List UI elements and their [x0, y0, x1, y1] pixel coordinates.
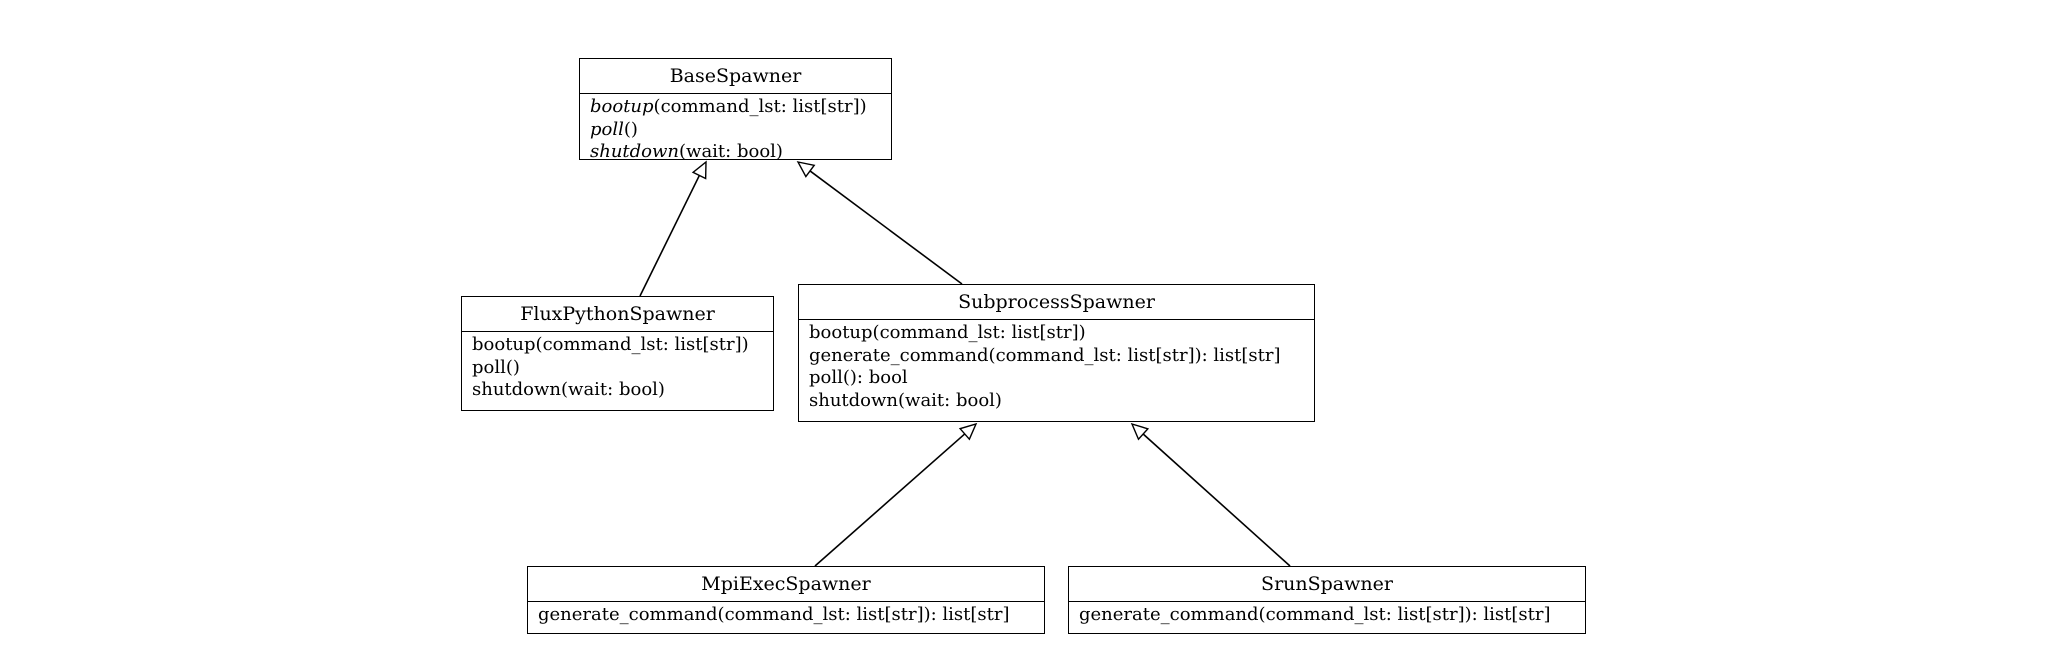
- method-subprocess-generate-command: generate_command(command_lst: list[str])…: [809, 345, 1314, 368]
- method-name: generate_command: [1079, 604, 1259, 625]
- edge-line: [639, 175, 701, 297]
- inheritance-arrowhead-icon: [1130, 422, 1150, 441]
- method-name: generate_command: [809, 344, 989, 366]
- inheritance-arrowhead-icon: [691, 160, 707, 180]
- edge-line: [809, 170, 963, 285]
- method-list-srun-spawner: generate_command(command_lst: list[str])…: [1069, 602, 1585, 627]
- edge-flux-to-base: [639, 160, 707, 297]
- method-flux-shutdown: shutdown(wait: bool): [472, 379, 773, 402]
- method-base-shutdown: shutdown(wait: bool): [590, 141, 891, 164]
- method-mpiexec-generate-command: generate_command(command_lst: list[str])…: [538, 604, 1044, 627]
- method-base-bootup: bootup(command_lst: list[str]): [590, 96, 891, 119]
- method-name: shutdown: [809, 389, 899, 411]
- method-list-base-spawner: bootup(command_lst: list[str])poll()shut…: [580, 94, 891, 164]
- class-box-mpi-exec-spawner: MpiExecSpawner generate_command(command_…: [527, 566, 1045, 634]
- method-subprocess-poll: poll(): bool: [809, 367, 1314, 390]
- method-base-poll: poll(): [590, 119, 891, 142]
- method-name: poll: [809, 367, 843, 388]
- class-name-flux-python-spawner: FluxPythonSpawner: [462, 297, 773, 332]
- method-flux-bootup: bootup(command_lst: list[str]): [472, 334, 773, 357]
- method-name: poll: [472, 356, 506, 378]
- inheritance-arrowhead-icon: [958, 422, 978, 441]
- class-name-base-spawner: BaseSpawner: [580, 59, 891, 94]
- method-signature: (command_lst: list[str]): list[str]: [1258, 604, 1551, 625]
- method-list-mpi-exec-spawner: generate_command(command_lst: list[str])…: [528, 602, 1044, 627]
- method-flux-poll: poll(): [472, 357, 773, 380]
- edge-subprocess-to-base: [796, 161, 963, 285]
- class-box-base-spawner: BaseSpawner bootup(command_lst: list[str…: [579, 58, 892, 162]
- method-subprocess-bootup: bootup(command_lst: list[str]): [809, 322, 1314, 345]
- method-name: poll: [590, 118, 624, 140]
- edge-srun-to-subprocess: [1130, 422, 1291, 567]
- method-subprocess-shutdown: shutdown(wait: bool): [809, 390, 1314, 413]
- method-signature: (command_lst: list[str]): list[str]: [717, 604, 1010, 625]
- method-name: bootup: [590, 96, 654, 117]
- method-signature: (wait: bool): [679, 141, 783, 162]
- method-signature: (command_lst: list[str]): [653, 96, 867, 117]
- class-box-srun-spawner: SrunSpawner generate_command(command_lst…: [1068, 566, 1586, 634]
- method-srun-generate-command: generate_command(command_lst: list[str])…: [1079, 604, 1585, 627]
- method-list-flux-python-spawner: bootup(command_lst: list[str])poll()shut…: [462, 332, 773, 402]
- class-name-subprocess-spawner: SubprocessSpawner: [799, 285, 1314, 320]
- method-name: bootup: [809, 322, 873, 343]
- class-box-subprocess-spawner: SubprocessSpawner bootup(command_lst: li…: [798, 284, 1315, 422]
- method-list-subprocess-spawner: bootup(command_lst: list[str])generate_c…: [799, 320, 1314, 412]
- edge-line: [814, 433, 966, 567]
- method-signature: (): bool: [842, 367, 908, 388]
- class-box-flux-python-spawner: FluxPythonSpawner bootup(command_lst: li…: [461, 296, 774, 411]
- edge-mpiexec-to-subprocess: [814, 422, 978, 567]
- method-signature: (command_lst: list[str]): [535, 334, 749, 355]
- class-name-mpi-exec-spawner: MpiExecSpawner: [528, 567, 1044, 602]
- method-name: generate_command: [538, 604, 718, 625]
- edge-line: [1142, 433, 1291, 567]
- method-signature: (command_lst: list[str]): list[str]: [988, 344, 1281, 366]
- method-signature: (wait: bool): [561, 379, 665, 400]
- class-name-srun-spawner: SrunSpawner: [1069, 567, 1585, 602]
- method-name: shutdown: [590, 141, 680, 162]
- method-name: shutdown: [472, 379, 562, 400]
- method-name: bootup: [472, 334, 536, 355]
- method-signature: (): [505, 356, 520, 378]
- method-signature: (): [623, 118, 638, 140]
- method-signature: (command_lst: list[str]): [872, 322, 1086, 343]
- inheritance-arrowhead-icon: [796, 161, 816, 178]
- method-signature: (wait: bool): [898, 389, 1002, 411]
